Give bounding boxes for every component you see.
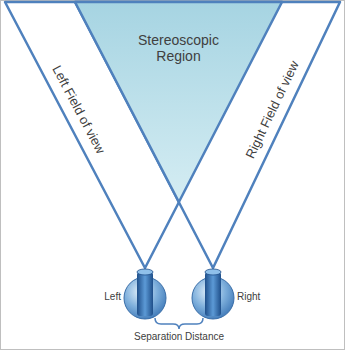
camera-lens bbox=[137, 269, 153, 275]
left-camera: Left bbox=[95, 266, 167, 322]
region-name: Stereoscopic Region bbox=[123, 32, 234, 64]
separation-label: Separation Distance bbox=[119, 331, 239, 342]
separation-bracket bbox=[155, 318, 203, 329]
field-triangle bbox=[75, 2, 340, 268]
camera-body bbox=[137, 272, 153, 316]
stereoscopic-region: Stereoscopic Region bbox=[75, 2, 282, 202]
camera-name: Right bbox=[237, 291, 260, 303]
right-camera: Right bbox=[191, 266, 263, 322]
camera-body bbox=[205, 272, 221, 316]
camera-lens bbox=[205, 269, 221, 275]
camera-name: Left bbox=[104, 291, 121, 303]
